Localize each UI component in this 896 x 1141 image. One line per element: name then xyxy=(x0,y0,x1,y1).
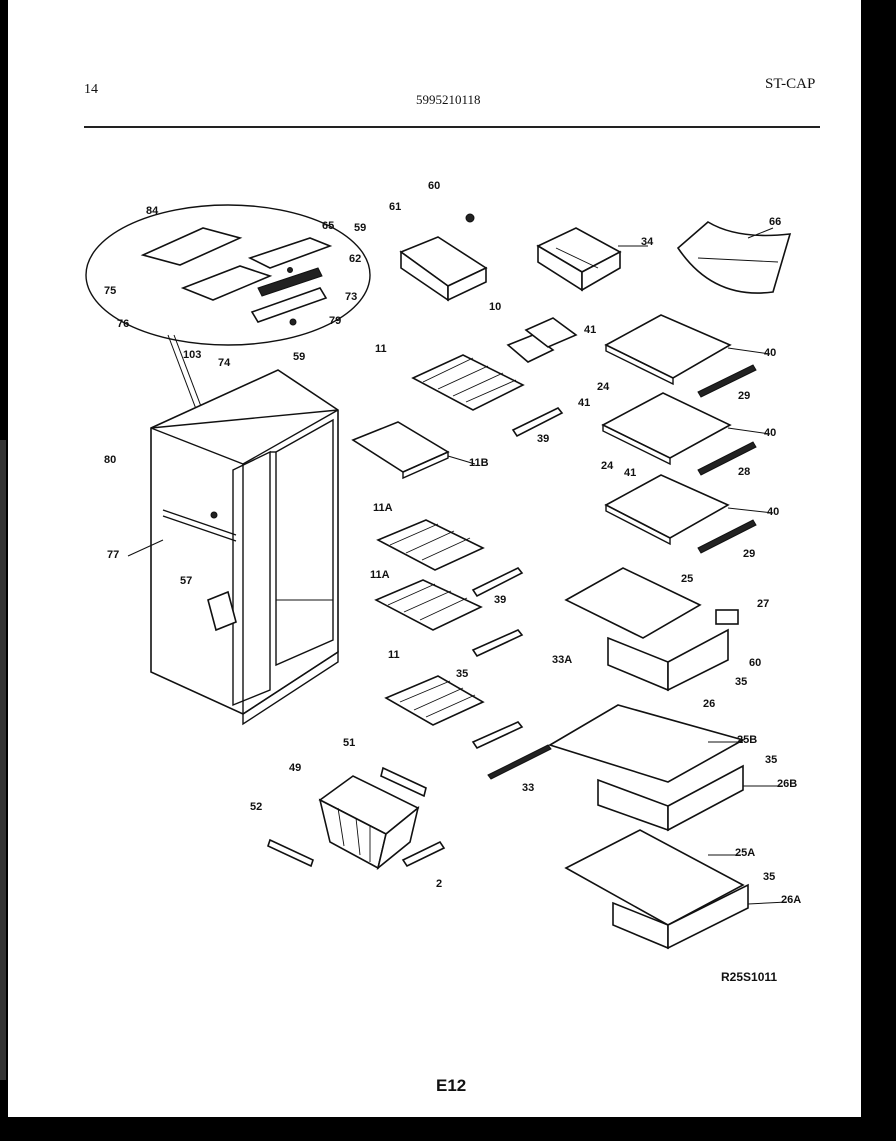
wire-shelf-11A-lower xyxy=(374,579,483,631)
crisper-drawer-26A xyxy=(564,829,749,950)
callout-label: 25 xyxy=(681,573,693,585)
callout-label: 25B xyxy=(737,734,757,746)
callout-label: 33A xyxy=(552,654,572,666)
wire-shelf-11-top xyxy=(411,354,525,411)
callout-label: 40 xyxy=(767,506,779,518)
callout-label: 62 xyxy=(349,253,361,265)
callout-label: 26 xyxy=(703,698,715,710)
callout-label: 10 xyxy=(489,301,501,313)
header-rule xyxy=(84,126,820,128)
scan-edge-mark xyxy=(0,440,6,1080)
callout-label: 41 xyxy=(578,397,590,409)
callout-label: 35 xyxy=(765,754,777,766)
callout-label: 29 xyxy=(738,390,750,402)
callout-label: 39 xyxy=(494,594,506,606)
glass-shelf-40-2 xyxy=(601,392,732,466)
callout-label: 76 xyxy=(117,318,129,330)
callout-label: 66 xyxy=(769,216,781,228)
callout-label: 59 xyxy=(354,222,366,234)
callout-label: 59 xyxy=(293,351,305,363)
shelf-rails-29 xyxy=(697,364,757,554)
callout-label: 79 xyxy=(329,315,341,327)
page-code: E12 xyxy=(436,1076,467,1095)
callout-label: 41 xyxy=(624,467,636,479)
callout-label: 75 xyxy=(104,285,116,297)
callout-label: 77 xyxy=(107,549,119,561)
callout-label: 11 xyxy=(388,649,400,661)
dairy-door-part-66 xyxy=(676,221,792,294)
callout-label: 60 xyxy=(428,180,440,192)
wire-basket-49 xyxy=(318,775,420,871)
callout-label: 40 xyxy=(764,347,776,359)
leader-lines xyxy=(127,227,788,905)
callout-label: 41 xyxy=(584,324,596,336)
callout-label: 74 xyxy=(218,357,231,369)
wire-shelf-11A-upper xyxy=(376,519,485,571)
callout-label: 73 xyxy=(345,291,357,303)
callout-label: 11B xyxy=(469,457,489,469)
ice-tray-part-61 xyxy=(399,213,488,302)
callout-label: 51 xyxy=(343,737,355,749)
solid-shelf-11B xyxy=(351,421,450,480)
page-number: 14 xyxy=(84,82,98,97)
control-housing xyxy=(140,227,333,326)
callout-label: 33 xyxy=(522,782,534,794)
wire-shelf-11-bottom xyxy=(384,675,485,726)
callout-label: 27 xyxy=(757,598,769,610)
glass-shelf-40-3 xyxy=(604,474,730,546)
exploded-parts-diagram: 8465596275737679103745960613466104140241… xyxy=(85,180,801,950)
callout-label: 26B xyxy=(777,778,797,790)
model-code: ST-CAP xyxy=(765,76,816,92)
callout-label: 80 xyxy=(104,454,116,466)
glass-shelf-40-1 xyxy=(604,314,732,386)
callout-label: 25A xyxy=(735,847,755,859)
callout-label: 84 xyxy=(146,205,159,217)
callout-label: 28 xyxy=(738,466,750,478)
callout-label: 35 xyxy=(763,871,775,883)
diagram-sheet: 14 5995210118 ST-CAP xyxy=(8,0,861,1117)
callout-label: 26A xyxy=(781,894,801,906)
callout-label: 40 xyxy=(764,427,776,439)
callout-label: 57 xyxy=(180,575,192,587)
callout-label: 24 xyxy=(601,460,614,472)
crisper-drawer-26B xyxy=(548,704,746,832)
callout-label: 39 xyxy=(537,433,549,445)
callout-label: 11 xyxy=(375,343,387,355)
callout-label: 24 xyxy=(597,381,610,393)
callout-label: 29 xyxy=(743,548,755,560)
bin-part-34 xyxy=(536,227,622,292)
callout-label: 11A xyxy=(373,502,393,514)
refrigerator-cabinet xyxy=(150,369,339,726)
callout-label: 103 xyxy=(183,349,201,361)
crisper-drawer-26 xyxy=(564,567,739,692)
reference-code: R25S1011 xyxy=(721,970,778,984)
callout-label: 11A xyxy=(370,569,390,581)
callout-label: 2 xyxy=(436,878,442,890)
callout-label: 60 xyxy=(749,657,761,669)
callout-label: 52 xyxy=(250,801,262,813)
shelf-supports xyxy=(267,406,564,868)
control-knobs-part-10 xyxy=(506,317,578,363)
callout-label: 34 xyxy=(641,236,654,248)
callout-label: 35 xyxy=(735,676,747,688)
callout-label: 35 xyxy=(456,668,468,680)
callout-label: 49 xyxy=(289,762,301,774)
callout-label: 65 xyxy=(322,220,334,232)
part-number: 5995210118 xyxy=(416,92,481,107)
detail-circle xyxy=(85,204,371,346)
callout-label: 61 xyxy=(389,201,401,213)
